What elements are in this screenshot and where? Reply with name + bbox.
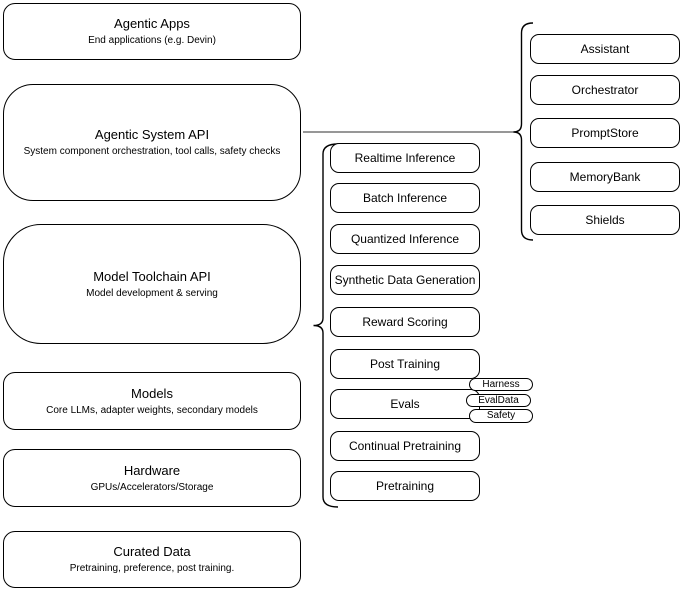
node-evals: Evals <box>330 389 480 419</box>
node-memorybank: MemoryBank <box>530 162 680 192</box>
node-batch-inference: Batch Inference <box>330 183 480 213</box>
node-realtime-inference: Realtime Inference <box>330 143 480 173</box>
node-subtitle: Core LLMs, adapter weights, secondary mo… <box>46 404 258 416</box>
node-title: Hardware <box>123 462 181 478</box>
node-label: Shields <box>585 213 625 227</box>
node-shields: Shields <box>530 205 680 235</box>
node-label: Continual Pretraining <box>348 439 462 453</box>
node-subtitle: GPUs/Accelerators/Storage <box>90 481 214 493</box>
node-label: Synthetic Data Generation <box>334 273 476 287</box>
node-subtitle: End applications (e.g. Devin) <box>88 35 216 46</box>
pill-harness: Harness <box>469 378 533 391</box>
pill-label: Harness <box>482 378 520 390</box>
node-post-training: Post Training <box>330 349 480 379</box>
pill-safety: Safety <box>469 409 533 423</box>
node-agentic-system-api: Agentic System API System component orch… <box>3 84 301 201</box>
node-promptstore: PromptStore <box>530 118 680 148</box>
node-orchestrator: Orchestrator <box>530 75 680 105</box>
node-label: Batch Inference <box>362 191 448 205</box>
node-subtitle: Pretraining, preference, post training. <box>69 563 235 574</box>
node-hardware: Hardware GPUs/Accelerators/Storage <box>3 449 301 507</box>
node-label: Post Training <box>369 357 441 371</box>
node-continual-pretraining: Continual Pretraining <box>330 431 480 461</box>
pill-label: EvalData <box>478 394 519 406</box>
node-title: Agentic Apps <box>114 16 190 31</box>
node-label: Assistant <box>580 42 630 56</box>
node-label: Evals <box>390 397 420 411</box>
pill-evaldata: EvalData <box>466 394 531 407</box>
node-subtitle: System component orchestration, tool cal… <box>23 146 281 157</box>
node-subtitle: Model development & serving <box>86 287 218 299</box>
node-title: Agentic System API <box>94 127 210 142</box>
pill-label: Safety <box>486 410 516 421</box>
node-label: Realtime Inference <box>354 151 456 165</box>
node-label: PromptStore <box>571 126 639 140</box>
node-assistant: Assistant <box>530 34 680 64</box>
node-synthetic-data-generation: Synthetic Data Generation <box>330 265 480 295</box>
node-label: MemoryBank <box>569 170 641 184</box>
node-models: Models Core LLMs, adapter weights, secon… <box>3 372 301 430</box>
node-curated-data: Curated Data Pretraining, preference, po… <box>3 531 301 588</box>
node-title: Curated Data <box>113 544 191 559</box>
node-label: Pretraining <box>375 479 435 493</box>
node-pretraining: Pretraining <box>330 471 480 501</box>
node-title: Model Toolchain API <box>93 268 211 284</box>
node-title: Models <box>131 385 173 401</box>
node-model-toolchain-api: Model Toolchain API Model development & … <box>3 224 301 344</box>
node-agentic-apps: Agentic Apps End applications (e.g. Devi… <box>3 3 301 60</box>
node-label: Reward Scoring <box>362 315 448 329</box>
node-label: Orchestrator <box>571 83 639 97</box>
node-label: Quantized Inference <box>350 232 460 246</box>
node-reward-scoring: Reward Scoring <box>330 307 480 337</box>
node-quantized-inference: Quantized Inference <box>330 224 480 254</box>
